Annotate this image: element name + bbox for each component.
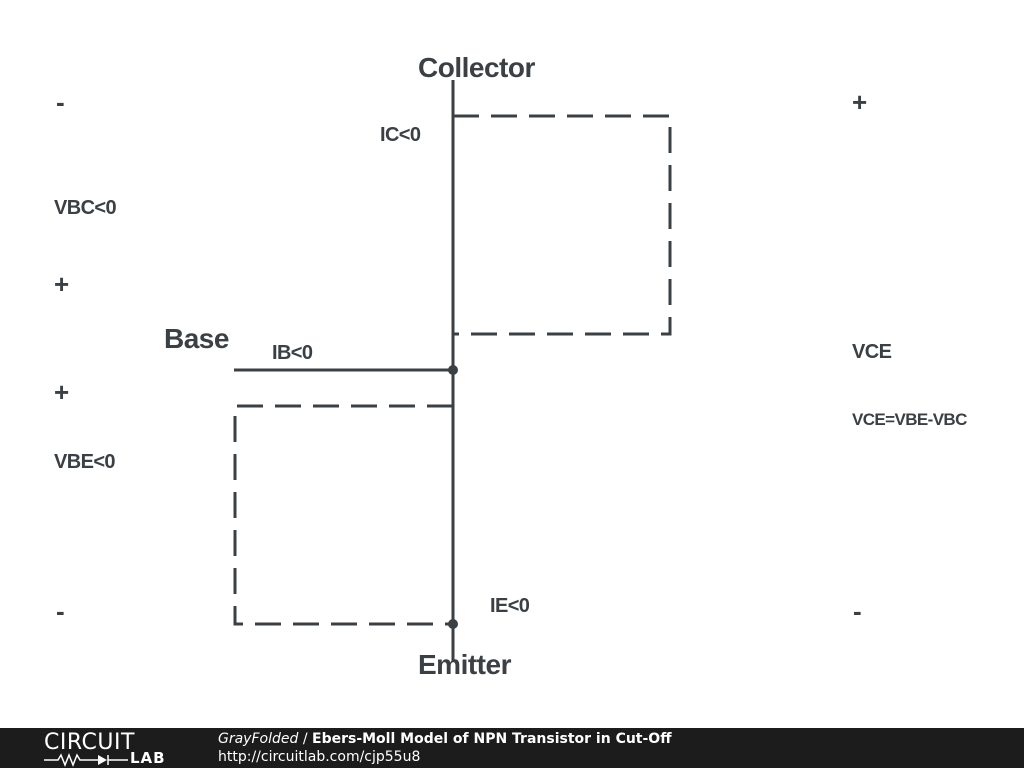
circuit-diagram: Collector Base Emitter IC<0 IB<0 IE<0 VB… xyxy=(54,52,968,680)
collector-diode-box xyxy=(453,114,672,336)
emitter-label: Emitter xyxy=(418,649,512,680)
vce-plus-sign: + xyxy=(852,87,867,117)
circuitlab-logo[interactable]: CIRCUIT LAB xyxy=(44,730,176,767)
emitter-junction-dot xyxy=(448,619,458,629)
logo-wordmark: CIRCUIT xyxy=(44,730,135,755)
emitter-current-label: IE<0 xyxy=(490,595,530,617)
circuit-url-link[interactable]: http://circuitlab.com/cjp55u8 xyxy=(218,749,421,765)
vbc-minus-sign: - xyxy=(56,87,65,117)
logo-lab-text: LAB xyxy=(130,749,166,767)
collector-label: Collector xyxy=(418,52,535,83)
vbc-label: VBC<0 xyxy=(54,197,117,219)
title-separator: / xyxy=(298,731,312,747)
vbc-plus-sign: + xyxy=(54,269,69,299)
vbe-minus-sign: - xyxy=(56,596,65,626)
emitter-diode-box xyxy=(233,404,453,626)
base-label: Base xyxy=(164,323,229,354)
vce-minus-sign: - xyxy=(853,596,862,626)
author-name[interactable]: GrayFolded xyxy=(218,731,299,747)
resistor-diode-logo-icon xyxy=(44,753,128,767)
vbe-label: VBE<0 xyxy=(54,451,115,473)
collector-current-label: IC<0 xyxy=(380,124,421,146)
vce-formula-label: VCE=VBE-VBC xyxy=(852,410,967,429)
circuit-title-line: GrayFolded / Ebers-Moll Model of NPN Tra… xyxy=(218,730,672,748)
vbe-plus-sign: + xyxy=(54,377,69,407)
footer-bar: CIRCUIT LAB GrayFolded / Ebers-Moll Mode… xyxy=(0,728,1024,768)
base-junction-dot xyxy=(448,365,458,375)
vce-label: VCE xyxy=(852,341,892,363)
base-current-label: IB<0 xyxy=(272,342,313,364)
circuit-title[interactable]: Ebers-Moll Model of NPN Transistor in Cu… xyxy=(312,731,672,747)
